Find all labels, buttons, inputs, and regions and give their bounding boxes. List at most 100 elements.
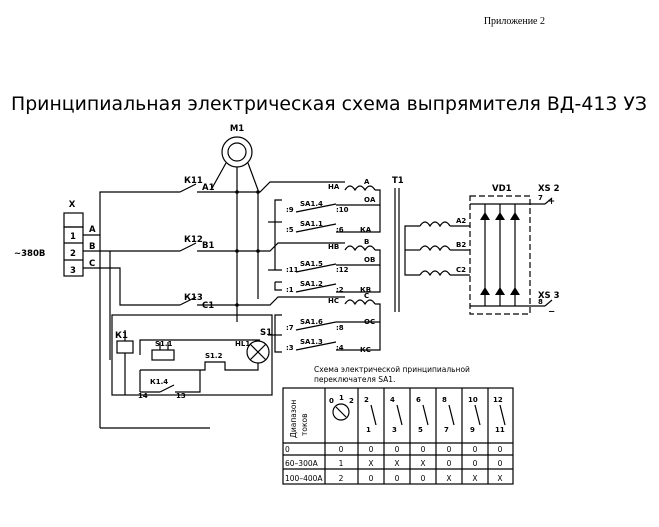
page-title: Принципиальная электрическая схема выпря… <box>11 93 647 115</box>
switch-table: Схема электрической принципиальной перек… <box>282 365 514 485</box>
t1-label: Т1 <box>392 176 404 186</box>
top-pin: 8 <box>442 396 447 404</box>
s1-label: S1 <box>260 328 272 338</box>
k12-label: К12 <box>184 235 203 245</box>
sa12-label: SA1.2 <box>300 280 323 288</box>
pin-7-out: 7 <box>538 194 543 202</box>
position-cell: 0 <box>339 445 344 454</box>
k1-label: К1 <box>115 331 128 341</box>
motor-label: М1 <box>230 124 244 134</box>
pin-10: :10 <box>336 206 349 214</box>
phase-b-label: B <box>89 242 95 252</box>
ha-label: НА <box>328 183 340 191</box>
state-cell: 0 <box>498 445 503 454</box>
winding-a-label: A <box>364 178 370 186</box>
c1-label: С1 <box>202 301 214 311</box>
state-cell: 0 <box>473 459 478 468</box>
state-cell: 0 <box>395 474 400 483</box>
bottom-pin: 11 <box>495 426 505 434</box>
c2-label: С2 <box>456 266 466 274</box>
connector-x: X 1 2 3 ~380В A B C <box>14 200 96 277</box>
pos-0: 0 <box>329 397 334 405</box>
pin-contact <box>422 404 429 426</box>
range-cell: 60–300А <box>285 459 319 468</box>
bottom-pin: 3 <box>392 426 397 434</box>
hb-label: НВ <box>328 243 339 251</box>
pin-3: :3 <box>286 344 294 352</box>
sa13-label: SA1.3 <box>300 338 323 346</box>
ka-label: КА <box>360 226 372 234</box>
top-pin: 6 <box>416 396 421 404</box>
pos-1: 1 <box>339 394 344 402</box>
top-pin: 4 <box>390 396 395 404</box>
primary-windings: НА НВ НС A B C ОА КА ОВ КВ ОС КС <box>328 178 381 354</box>
pin-contact <box>499 404 506 426</box>
range-cell: 100–400А <box>285 474 323 483</box>
pin-contact <box>448 404 455 426</box>
pin-12: :12 <box>336 266 349 274</box>
plus-sign: + <box>548 197 555 207</box>
state-cell: 0 <box>395 445 400 454</box>
state-cell: X <box>472 474 477 483</box>
bottom-pin: 5 <box>418 426 423 434</box>
term-3: 3 <box>70 266 76 276</box>
pin-contact <box>474 404 481 426</box>
top-pin: 2 <box>364 396 369 404</box>
k11-label: К11 <box>184 176 203 186</box>
s12-label: S1.2 <box>205 352 223 360</box>
state-cell: 0 <box>498 459 503 468</box>
range-header-2: токов <box>300 414 309 437</box>
hl1-label: HL1 <box>235 340 250 348</box>
state-cell: 0 <box>369 445 374 454</box>
supply-wiring: К11 А1 К12 В1 К13 С1 <box>83 176 345 429</box>
b2-label: В2 <box>456 241 466 249</box>
range-header-1: Диапазон <box>289 400 298 438</box>
voltage-label: ~380В <box>14 249 45 259</box>
position-cell: 1 <box>339 459 344 468</box>
state-cell: X <box>394 459 399 468</box>
k14-label: К1.4 <box>150 378 168 386</box>
pin-8: :8 <box>336 324 344 332</box>
sa11-label: SA1.1 <box>300 220 323 228</box>
pin-2: :2 <box>336 286 344 294</box>
oc-label: ОС <box>364 318 375 326</box>
vd1-label: VD1 <box>492 184 512 194</box>
phase-c-label: C <box>89 259 95 269</box>
sa14-label: SA1.4 <box>300 200 323 208</box>
ob-label: ОВ <box>364 256 375 264</box>
top-pin: 12 <box>493 396 503 404</box>
pin-5: :5 <box>286 226 294 234</box>
state-cell: X <box>446 474 451 483</box>
kc-label: КС <box>360 346 371 354</box>
state-cell: X <box>420 459 425 468</box>
pin-9: :9 <box>286 206 294 214</box>
s11-label: S1.1 <box>155 340 173 348</box>
bottom-pin: 1 <box>366 426 371 434</box>
connector-label: X <box>69 200 76 210</box>
state-cell: 0 <box>421 474 426 483</box>
pin-13-label: 13 <box>176 392 186 400</box>
kb-label: КВ <box>360 286 371 294</box>
table-caption-2: переключателя SA1. <box>314 375 395 384</box>
state-cell: 0 <box>421 445 426 454</box>
state-cell: X <box>368 459 373 468</box>
winding-b-label: B <box>364 238 369 246</box>
xs2-label: XS 2 <box>538 184 560 194</box>
state-cell: X <box>497 474 502 483</box>
a2-label: А2 <box>456 217 466 225</box>
sa16-label: SA1.6 <box>300 318 323 326</box>
pin-11: :11 <box>286 266 299 274</box>
k13-label: К13 <box>184 293 203 303</box>
xs3-label: XS 3 <box>538 291 560 301</box>
pin-14-label: 14 <box>138 392 148 400</box>
appendix-label: Приложение 2 <box>484 16 545 27</box>
minus-sign: − <box>548 307 555 317</box>
rectifier-vd1: VD1 XS 2 7 + XS 3 8 − <box>469 184 560 317</box>
table-caption-1: Схема электрической принципиальной <box>314 365 470 374</box>
state-cell: 0 <box>447 445 452 454</box>
term-1: 1 <box>70 232 76 242</box>
phase-a-label: A <box>89 225 96 235</box>
sa1-contacts: :9 :10 SA1.4 :5 :6 SA1.1 :11 :12 SA1.5 :… <box>268 199 349 353</box>
